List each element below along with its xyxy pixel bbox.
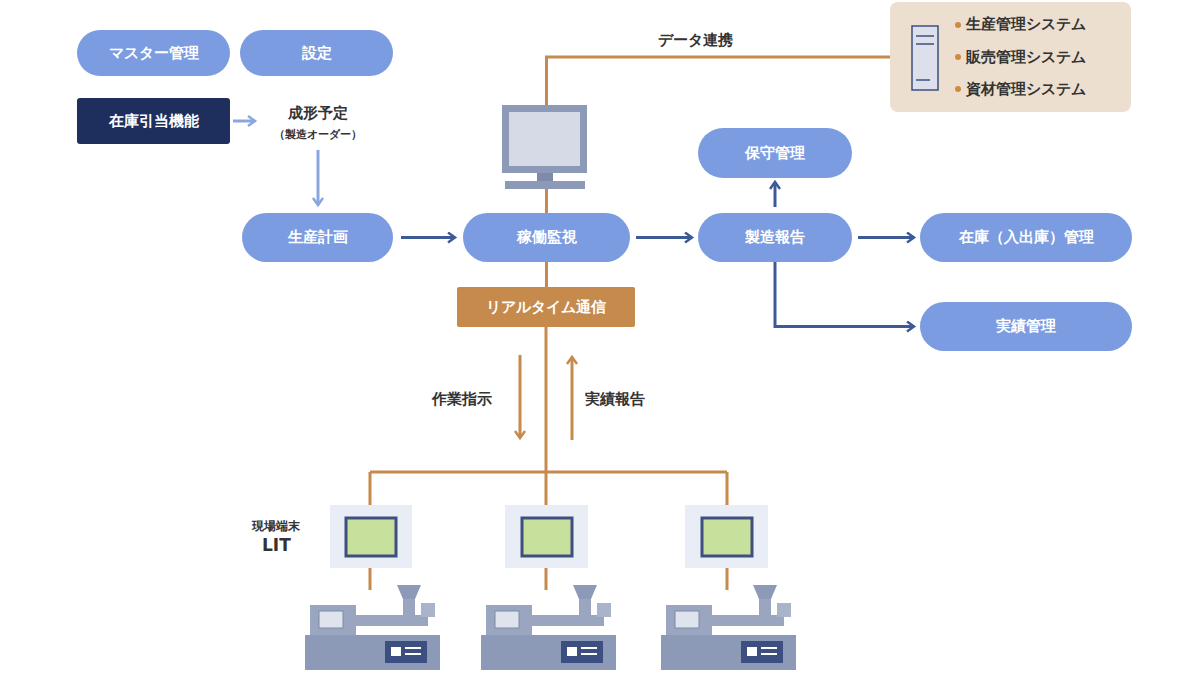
node-text: 在庫（入出庫）管理 [959,228,1094,247]
node-text: （製造オーダー） [274,127,362,142]
node-text: 稼働監視 [517,228,577,247]
node-text: 生産計画 [288,228,348,247]
field-terminal [685,505,768,568]
node-text: マスター管理 [109,44,199,63]
connector [858,236,914,239]
edge-label: データ連携 [658,31,733,50]
free-label: 実績報告 [585,390,645,409]
node-text: 成形予定 [288,104,348,123]
function-pill: 稼働監視 [463,213,630,262]
molding-machine [661,585,796,670]
node-text: 保守管理 [745,144,805,163]
connector [545,262,548,287]
function-pill: 在庫（入出庫）管理 [920,213,1132,262]
free-label: 現場端末 [252,518,300,535]
connector [774,182,777,207]
server-icon [912,26,938,90]
function-pill: マスター管理 [77,30,230,76]
connector [547,57,891,213]
function-pill: 設定 [240,30,393,76]
connector [636,236,692,239]
monitor-icon [502,105,587,189]
node-text: 製造報告 [745,228,805,247]
molding-machine [481,585,616,670]
function-pill: 製造報告 [698,213,852,262]
node-text: リアルタイム通信 [486,298,606,317]
connector [775,262,914,327]
field-terminal [505,505,588,568]
external-system-box: 生産管理システム販売管理システム資材管理システム [890,2,1131,112]
function-pill: 保守管理 [698,128,852,178]
node-text: 資材管理システム [966,80,1086,99]
feature-box: 在庫引当機能 [77,98,230,144]
plain-text-node: 成形予定 （製造オーダー） [258,100,378,146]
molding-machine [305,585,440,670]
free-label: 作業指示 [432,390,492,409]
node-text: 在庫引当機能 [109,112,199,131]
connector [233,120,255,123]
node-text: 生産管理システム [966,15,1086,34]
free-label: LIT [262,535,291,555]
report-arrow [571,357,574,440]
instruction-arrow [519,355,522,438]
communication-box: リアルタイム通信 [457,287,635,327]
terminal-bus-wire [370,327,727,590]
connector [317,150,320,205]
field-terminal [330,505,412,568]
connector [401,236,455,239]
function-pill: 実績管理 [920,302,1132,351]
node-text: 実績管理 [996,317,1056,336]
node-text: 設定 [302,44,332,63]
node-text: 販売管理システム [966,48,1086,67]
function-pill: 生産計画 [242,213,393,262]
